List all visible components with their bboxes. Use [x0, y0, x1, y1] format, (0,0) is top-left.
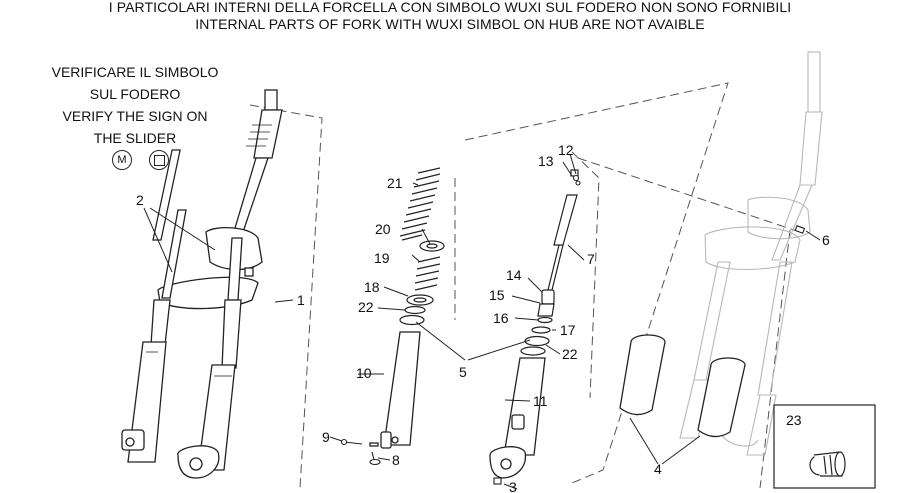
inset-box-23 [773, 404, 876, 489]
dashed-outline [249, 82, 801, 489]
callout-14: 14 [506, 267, 522, 283]
pin-12-13 [572, 174, 581, 186]
note-line-1: VERIFICARE IL SIMBOLO [51, 64, 219, 80]
note-line-3: VERIFY THE SIGN ON [62, 108, 208, 124]
callout-4: 4 [654, 461, 662, 477]
callout-15: 15 [489, 287, 505, 303]
callout-11: 11 [533, 393, 548, 409]
washer-20 [419, 240, 445, 252]
symbol-m-circle: M [112, 150, 132, 170]
clip-22-left [404, 305, 426, 315]
ring-18 [406, 294, 434, 306]
callout-2: 2 [136, 192, 144, 208]
callout-9: 9 [322, 429, 330, 445]
symbol-square-circle [149, 150, 169, 170]
callout-6: 6 [822, 232, 830, 248]
bolt-9 [340, 438, 363, 446]
header-italian: I PARTICOLARI INTERNI DELLA FORCELLA CON… [108, 0, 792, 15]
dust-boot-4-right [697, 357, 746, 438]
callout-18: 18 [364, 279, 380, 295]
slider-10 [369, 331, 421, 449]
spring-19 [414, 256, 441, 291]
screw-6 [794, 225, 806, 234]
callout-7: 7 [587, 251, 595, 267]
fork-assembly-left [121, 89, 283, 479]
note-line-2: SUL FODERO [89, 86, 181, 102]
callout-22-right: 22 [562, 346, 578, 362]
slider-11 [489, 357, 546, 479]
callout-5: 5 [459, 364, 467, 380]
washer-8 [369, 451, 381, 466]
damper-rod-7 [547, 169, 579, 291]
fork-tube-ribs [146, 124, 272, 377]
callout-13: 13 [538, 153, 554, 169]
spring-21 [399, 167, 441, 241]
callout-1: 1 [297, 292, 305, 308]
symbol-m-letter: M [117, 153, 127, 166]
callout-17: 17 [560, 322, 576, 338]
callout-21: 21 [387, 175, 403, 191]
seal-5-left [399, 314, 425, 326]
callout-20: 20 [375, 221, 391, 237]
bolt-3 [493, 477, 502, 485]
callout-12: 12 [558, 142, 574, 158]
symbol-square-mark [153, 154, 165, 166]
dust-boot-4-left [619, 334, 666, 416]
leader-lines [143, 153, 821, 490]
callout-23: 23 [786, 412, 802, 428]
note-line-4: THE SLIDER [93, 130, 177, 146]
fork-assembly-right-faint [679, 51, 823, 456]
callout-16: 16 [493, 310, 509, 326]
callout-19: 19 [374, 250, 390, 266]
header-english: INTERNAL PARTS OF FORK WITH WUXI SIMBOL … [195, 16, 705, 32]
callout-22-left: 22 [358, 299, 374, 315]
callout-10: 10 [356, 365, 372, 381]
bushing-23 [809, 451, 846, 477]
callout-8: 8 [392, 452, 400, 468]
valve-14-15-16 [537, 289, 555, 324]
callout-3: 3 [509, 479, 517, 493]
ring-17-22-right [520, 326, 551, 356]
